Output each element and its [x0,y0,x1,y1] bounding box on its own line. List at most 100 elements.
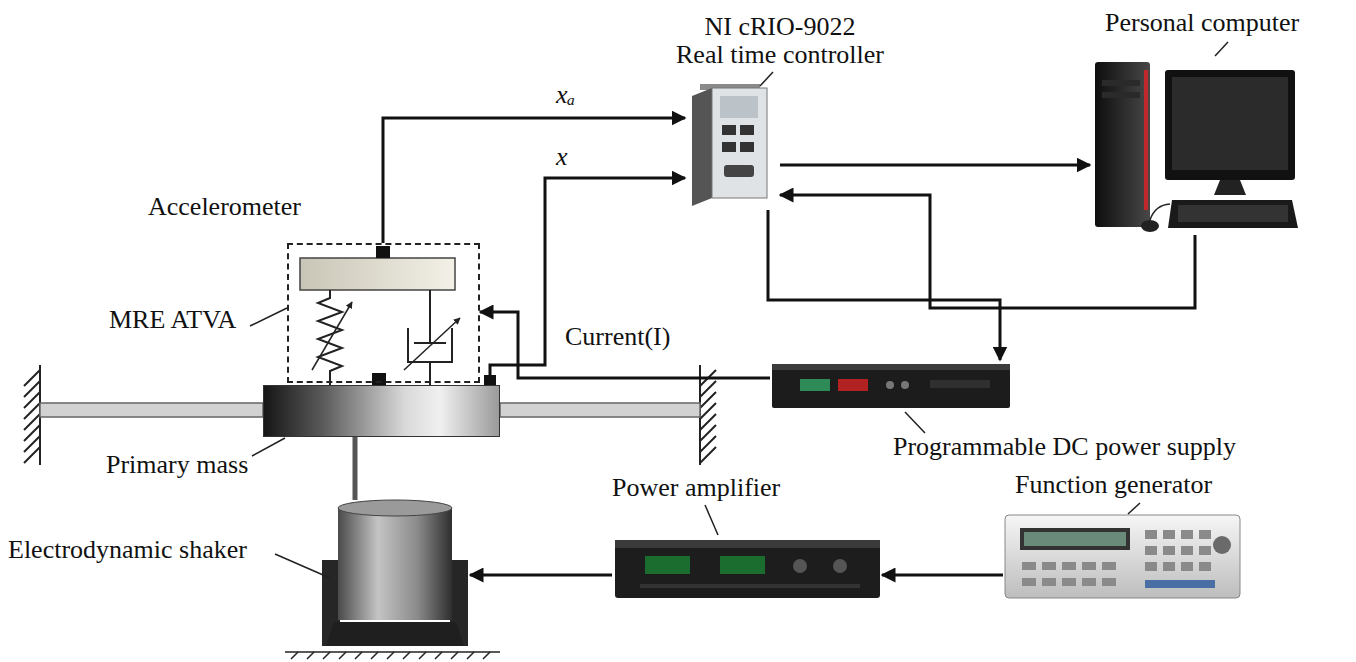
device-label: Function generator [1015,470,1212,500]
illustration-part [1082,578,1096,586]
illustration-part [250,308,287,326]
power-supply-device: Programmable DC power supply [770,360,1012,412]
illustration-part [1145,530,1157,539]
illustration-part [1199,546,1211,555]
signal-wire [768,210,1000,360]
illustration-part [318,290,342,385]
illustration-part [1150,204,1170,220]
signal-wire [780,195,1195,308]
illustration-part [645,556,690,574]
illustration-part [338,508,452,620]
illustration-part [1163,562,1175,571]
illustration-part [1042,562,1056,570]
illustration-part [404,318,460,370]
device-label: Electrodynamic shaker [8,535,247,565]
illustration-part [722,125,736,135]
device-label: NI cRIO-9022 [650,12,910,42]
generator-illustration [1005,515,1240,598]
illustration-part [740,142,754,152]
absorber-box: MRE ATVA [287,243,480,383]
illustration-part [1005,515,1240,598]
leader-line [250,42,1228,578]
illustration-part [1213,536,1231,554]
illustration-part [1102,92,1140,98]
generator-device: Function generator [1003,512,1243,600]
device-label: Personal computer [1105,8,1299,38]
device-label: MRE ATVA [109,305,236,335]
illustration-part [1095,62,1150,227]
illustration-part [833,559,847,573]
controller-device: NI cRIO-9022Real time controller [685,80,780,210]
illustration-part [326,622,464,646]
computer-illustration [1095,62,1298,232]
illustration-part [275,554,330,578]
illustration-part [705,505,718,535]
illustration-part [722,142,736,152]
illustration-part [1172,77,1288,170]
illustration-part [640,584,860,588]
illustration-part [712,88,767,198]
signal-wire [383,118,685,243]
illustration-part [376,246,390,258]
illustration-part [905,412,925,433]
illustration-part [1168,200,1298,228]
shaker-device: Electrodynamic shaker [325,500,470,648]
illustration-part [760,72,773,86]
illustration-part [1102,578,1116,586]
illustration-part [1024,532,1126,546]
illustration-part [1102,80,1140,86]
illustration-part [740,125,754,135]
illustration-part [1199,562,1211,571]
illustration-part [1144,70,1148,210]
illustration-part [1163,546,1175,555]
illustration-part [886,381,894,389]
signal-name: xₐ [556,80,575,110]
illustration-part [1020,528,1130,550]
signal-wire [470,574,612,577]
illustration-part [930,380,990,388]
illustration-part [1082,562,1096,570]
illustration-part [724,165,754,177]
illustration-part [40,403,263,417]
illustration-part [700,370,716,463]
amplifier-device: Power amplifier [612,535,882,600]
signal-name: x [556,142,568,172]
controller-illustration [692,84,767,206]
illustration-part [1181,546,1193,555]
illustration-part [720,96,758,118]
illustration-part [1141,220,1159,232]
illustration-part [372,373,386,385]
illustration-part [1042,578,1056,586]
illustration-part [1022,530,1211,586]
illustration-part [300,258,455,290]
amplifier-illustration [615,540,880,598]
part-label: Accelerometer [148,192,301,222]
illustration-part [500,403,700,417]
device-sublabel: Real time controller [650,40,910,70]
illustration-part [838,379,868,391]
illustration-part [338,500,452,516]
illustration-part [1062,562,1076,570]
illustration-part [1214,180,1246,195]
illustration-part [1178,205,1288,222]
power-supply-illustration [772,364,1010,408]
illustration-part [1128,503,1140,514]
illustration-part [291,652,490,659]
signal-name: Current(I) [565,322,670,352]
illustration-part [414,342,446,344]
illustration-part [1062,578,1076,586]
absorber-illustration [300,246,496,385]
illustration-part [800,379,830,391]
device-label: Programmable DC power supply [893,432,1236,462]
illustration-part [312,302,352,370]
illustration-part [1181,530,1193,539]
illustration-part [1145,546,1157,555]
illustration-part [24,370,40,463]
signal-wire [480,312,770,378]
shaker-rod [353,437,358,500]
illustration-part [793,559,807,573]
illustration-part [1022,578,1036,586]
illustration-part [429,290,431,343]
illustration-part [615,540,880,598]
